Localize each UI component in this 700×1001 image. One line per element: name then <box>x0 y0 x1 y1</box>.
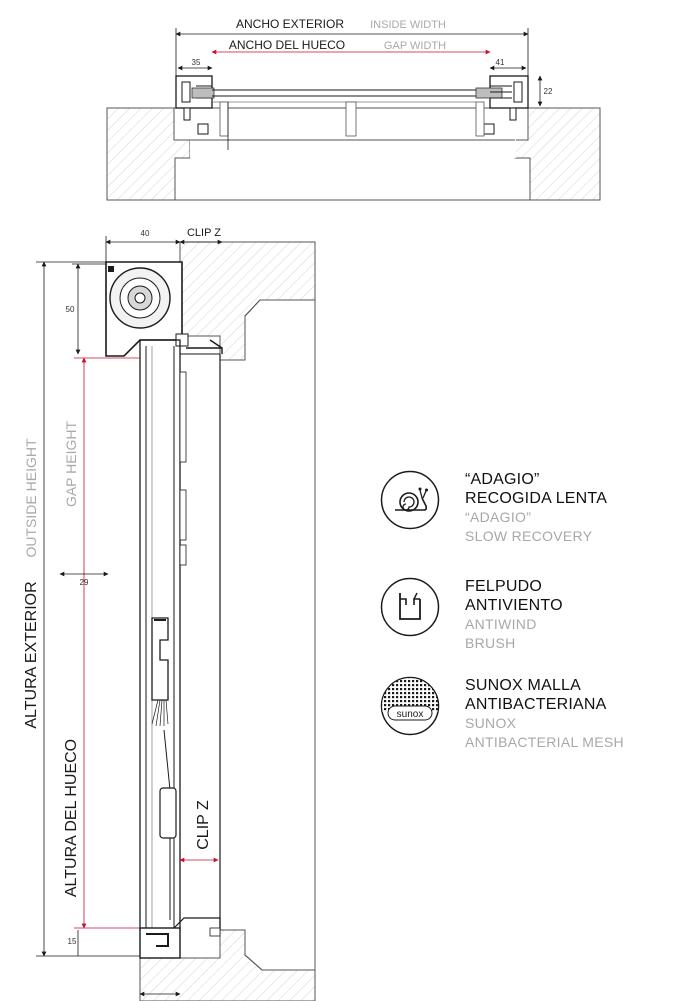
dim-box-40: 40 <box>141 229 150 238</box>
brush-icon <box>380 577 440 637</box>
gap-height-label-es: ALTURA DEL HUECO <box>63 739 80 897</box>
clip-z-top <box>186 339 223 354</box>
side-wall-opening <box>220 299 316 971</box>
dim-29: 29 <box>80 578 89 587</box>
dim-height-22: 22 <box>544 87 553 96</box>
dim-right-41: 41 <box>496 58 505 67</box>
gap-width-label-en: GAP WIDTH <box>384 40 446 52</box>
feature-mesh-sub-2: ANTIBACTERIAL MESH <box>465 734 624 750</box>
feature-mesh-title-2: ANTIBACTERIANA <box>465 696 607 713</box>
handle <box>159 787 177 839</box>
mesh-icon: sunox <box>380 676 440 736</box>
feature-brush-sub-2: BRUSH <box>465 635 516 651</box>
dim-box-50: 50 <box>66 305 75 314</box>
outside-width-label-en: INSIDE WIDTH <box>370 19 446 31</box>
top-right-profile <box>475 75 529 135</box>
feature-adagio-title-2: RECOGIDA LENTA <box>465 490 608 507</box>
sunox-badge-text: sunox <box>397 709 424 720</box>
gap-height-label-en: GAP HEIGHT <box>63 421 79 508</box>
bottom-bar <box>151 617 177 920</box>
gap-width-label-es: ANCHO DEL HUECO <box>229 38 345 52</box>
top-view: ANCHO EXTERIOR INSIDE WIDTH ANCHO DEL HU… <box>106 17 601 201</box>
top-left-profile <box>175 75 215 135</box>
clip-z-top-label: CLIP Z <box>187 227 221 239</box>
feature-brush-title-1: FELPUDO <box>465 578 542 595</box>
outside-width-label-es: ANCHO EXTERIOR <box>236 17 344 31</box>
dim-15: 15 <box>68 937 77 946</box>
feature-adagio-title-1: “ADAGIO” <box>465 471 540 488</box>
feature-adagio-sub-2: SLOW RECOVERY <box>465 528 593 544</box>
side-view: 40 CLIP Z 50 <box>23 227 316 1001</box>
clip-z-side-label: CLIP Z <box>195 800 212 850</box>
outside-height-label-en: OUTSIDE HEIGHT <box>23 438 39 557</box>
side-wall-top <box>179 241 316 361</box>
bottom-profile <box>139 917 221 959</box>
roller-box <box>105 261 189 357</box>
brush-bristles <box>151 699 169 727</box>
feature-adagio-sub-1: “ADAGIO” <box>465 509 532 525</box>
feature-mesh-title-1: SUNOX MALLA <box>465 677 582 694</box>
feature-brush-title-2: ANTIVIENTO <box>465 597 563 614</box>
feature-mesh-sub-1: SUNOX <box>465 715 517 731</box>
feature-brush-sub-1: ANTIWIND <box>465 616 537 632</box>
side-wall-bottom <box>139 929 316 1001</box>
snail-icon <box>380 470 440 530</box>
dim-left-35: 35 <box>192 58 201 67</box>
outside-height-label-es: ALTURA EXTERIOR <box>23 581 40 728</box>
